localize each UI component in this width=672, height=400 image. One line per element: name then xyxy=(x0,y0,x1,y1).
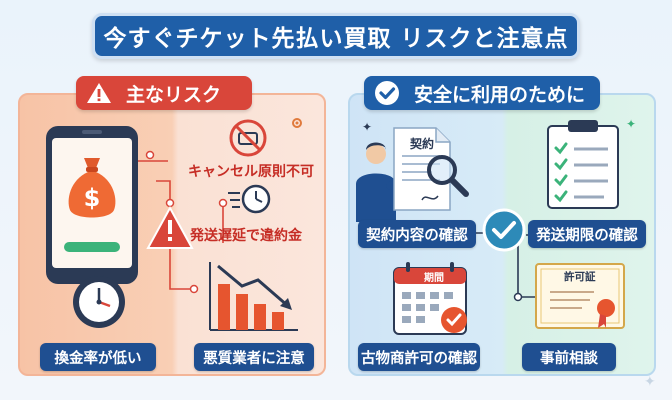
downtrend-chart-icon xyxy=(208,260,300,332)
clock-icon xyxy=(228,184,272,214)
safety-header-label: 安全に利用のために xyxy=(414,83,586,106)
risk-header: 主なリスク xyxy=(76,76,252,110)
alert-triangle-icon xyxy=(146,206,194,250)
page-title: 今すぐチケット先払い買取 リスクと注意点 xyxy=(92,13,580,59)
sparkle-icon-2: ✦ xyxy=(626,117,637,131)
check-icon xyxy=(370,76,404,110)
gear-icon xyxy=(290,116,304,130)
sparkle-icon: ✦ xyxy=(362,120,373,134)
center-check-icon xyxy=(482,208,526,252)
calendar-icon xyxy=(392,262,472,336)
stopwatch-icon xyxy=(70,268,128,330)
contract-doc-label: 契約 xyxy=(410,137,435,151)
safety-license-label: 古物商許可の確認 xyxy=(358,343,480,371)
certificate-icon xyxy=(534,262,626,330)
safety-contract-label: 契約内容の確認 xyxy=(358,220,476,248)
warning-icon xyxy=(82,76,116,110)
safety-consult-label: 事前相談 xyxy=(522,343,616,371)
safety-header: 安全に利用のために xyxy=(364,76,600,110)
checklist-icon xyxy=(546,118,620,210)
risk-penalty-label: 発送遅延で違約金 xyxy=(190,228,302,244)
risk-header-label: 主なリスク xyxy=(126,83,222,106)
no-cancel-icon xyxy=(228,118,268,158)
safety-deadline-label: 発送期限の確認 xyxy=(528,220,646,248)
money-bag-icon: $ xyxy=(64,152,120,224)
calendar-label: 期間 xyxy=(424,273,444,284)
risk-bad-vendor-label: 悪質業者に注意 xyxy=(194,343,314,371)
certificate-label: 許可証 xyxy=(564,271,596,283)
magnifier-icon xyxy=(424,152,470,198)
svg-text:$: $ xyxy=(84,184,101,212)
risk-low-rate-label: 換金率が低い xyxy=(40,343,156,371)
corner-sparkle-icon: ✦ xyxy=(644,374,656,390)
risk-cancel-label: キャンセル原則不可 xyxy=(188,164,314,180)
